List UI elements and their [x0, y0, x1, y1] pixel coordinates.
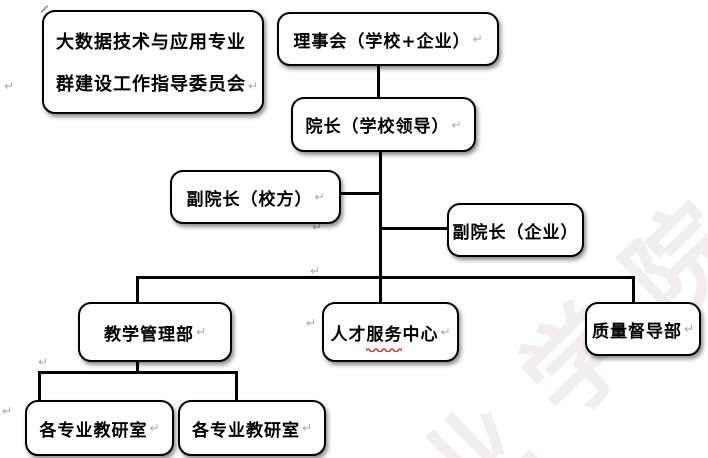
node-talent-center[interactable]: 人才服务中心 ↵: [322, 302, 459, 362]
connector-drop-office2: [235, 371, 238, 400]
connector-drop-office1: [38, 371, 41, 400]
pilcrow-mark: ↵: [683, 322, 695, 336]
pilcrow-mark: ↵: [195, 325, 207, 339]
node-teaching-mgmt[interactable]: 教学管理部 ↵: [78, 302, 232, 362]
pilcrow-mark: ↵: [472, 32, 483, 46]
pilcrow-mark: ↵: [306, 316, 317, 330]
node-vice-dean-enterprise[interactable]: 副院长（企业）: [447, 203, 584, 257]
node-label: 群建设工作指导委员会↵: [56, 74, 259, 95]
node-research-office-2[interactable]: 各专业教研室 ↵: [178, 400, 326, 456]
connector-drop-quality: [632, 276, 635, 302]
node-label: 质量督导部: [591, 321, 682, 342]
node-label: 副院长（校方）: [186, 189, 313, 210]
pilcrow-mark: ↵: [310, 264, 321, 278]
node-committee[interactable]: 大数据技术与应用专业 群建设工作指导委员会↵: [42, 10, 264, 114]
node-label: 大数据技术与应用专业: [56, 32, 246, 53]
pilcrow-mark: ↵: [4, 79, 15, 93]
connector-offices-horizontal: [38, 371, 238, 374]
node-label: 院长（学校领导）: [305, 117, 450, 137]
pilcrow-mark: ↵: [2, 404, 13, 418]
connector-teaching-sub: [136, 358, 139, 373]
node-vice-dean-school[interactable]: 副院长（校方） ↵: [170, 170, 341, 224]
connector-council-dean: [377, 62, 380, 97]
node-dean[interactable]: 院长（学校领导） ↵: [291, 97, 476, 152]
connector-vice-dean-enterprise: [381, 227, 447, 230]
pilcrow-mark: ↵: [248, 79, 259, 93]
spellcheck-squiggle: [366, 348, 402, 352]
node-label: 副院长（企业）: [452, 222, 579, 243]
node-label: 各专业教研室: [39, 420, 148, 441]
connector-vice-dean-school: [337, 192, 381, 195]
pilcrow-mark: ↵: [440, 325, 451, 339]
node-label: 理事会（学校+企业）: [293, 31, 471, 52]
node-council[interactable]: 理事会（学校+企业） ↵: [277, 12, 499, 66]
connector-trunk-vertical: [379, 148, 382, 302]
node-label: 人才服务中心: [330, 324, 439, 345]
node-label: 各专业教研室: [191, 420, 300, 441]
connector-departments-horizontal: [136, 276, 635, 279]
pilcrow-mark: ↵: [314, 190, 325, 204]
pilcrow-mark: ↵: [38, 355, 49, 369]
pilcrow-mark: ↵: [149, 421, 160, 435]
node-research-office-1[interactable]: 各专业教研室 ↵: [25, 400, 174, 456]
connector-drop-teaching: [136, 276, 139, 302]
node-label: 教学管理部: [103, 324, 194, 345]
pilcrow-mark: ↵: [312, 220, 323, 234]
watermark-text: 职业学院: [291, 153, 708, 458]
node-quality-dept[interactable]: 质量督导部 ↵: [585, 302, 701, 356]
pilcrow-mark: ↵: [301, 421, 313, 435]
pilcrow-mark: ↵: [451, 117, 462, 132]
